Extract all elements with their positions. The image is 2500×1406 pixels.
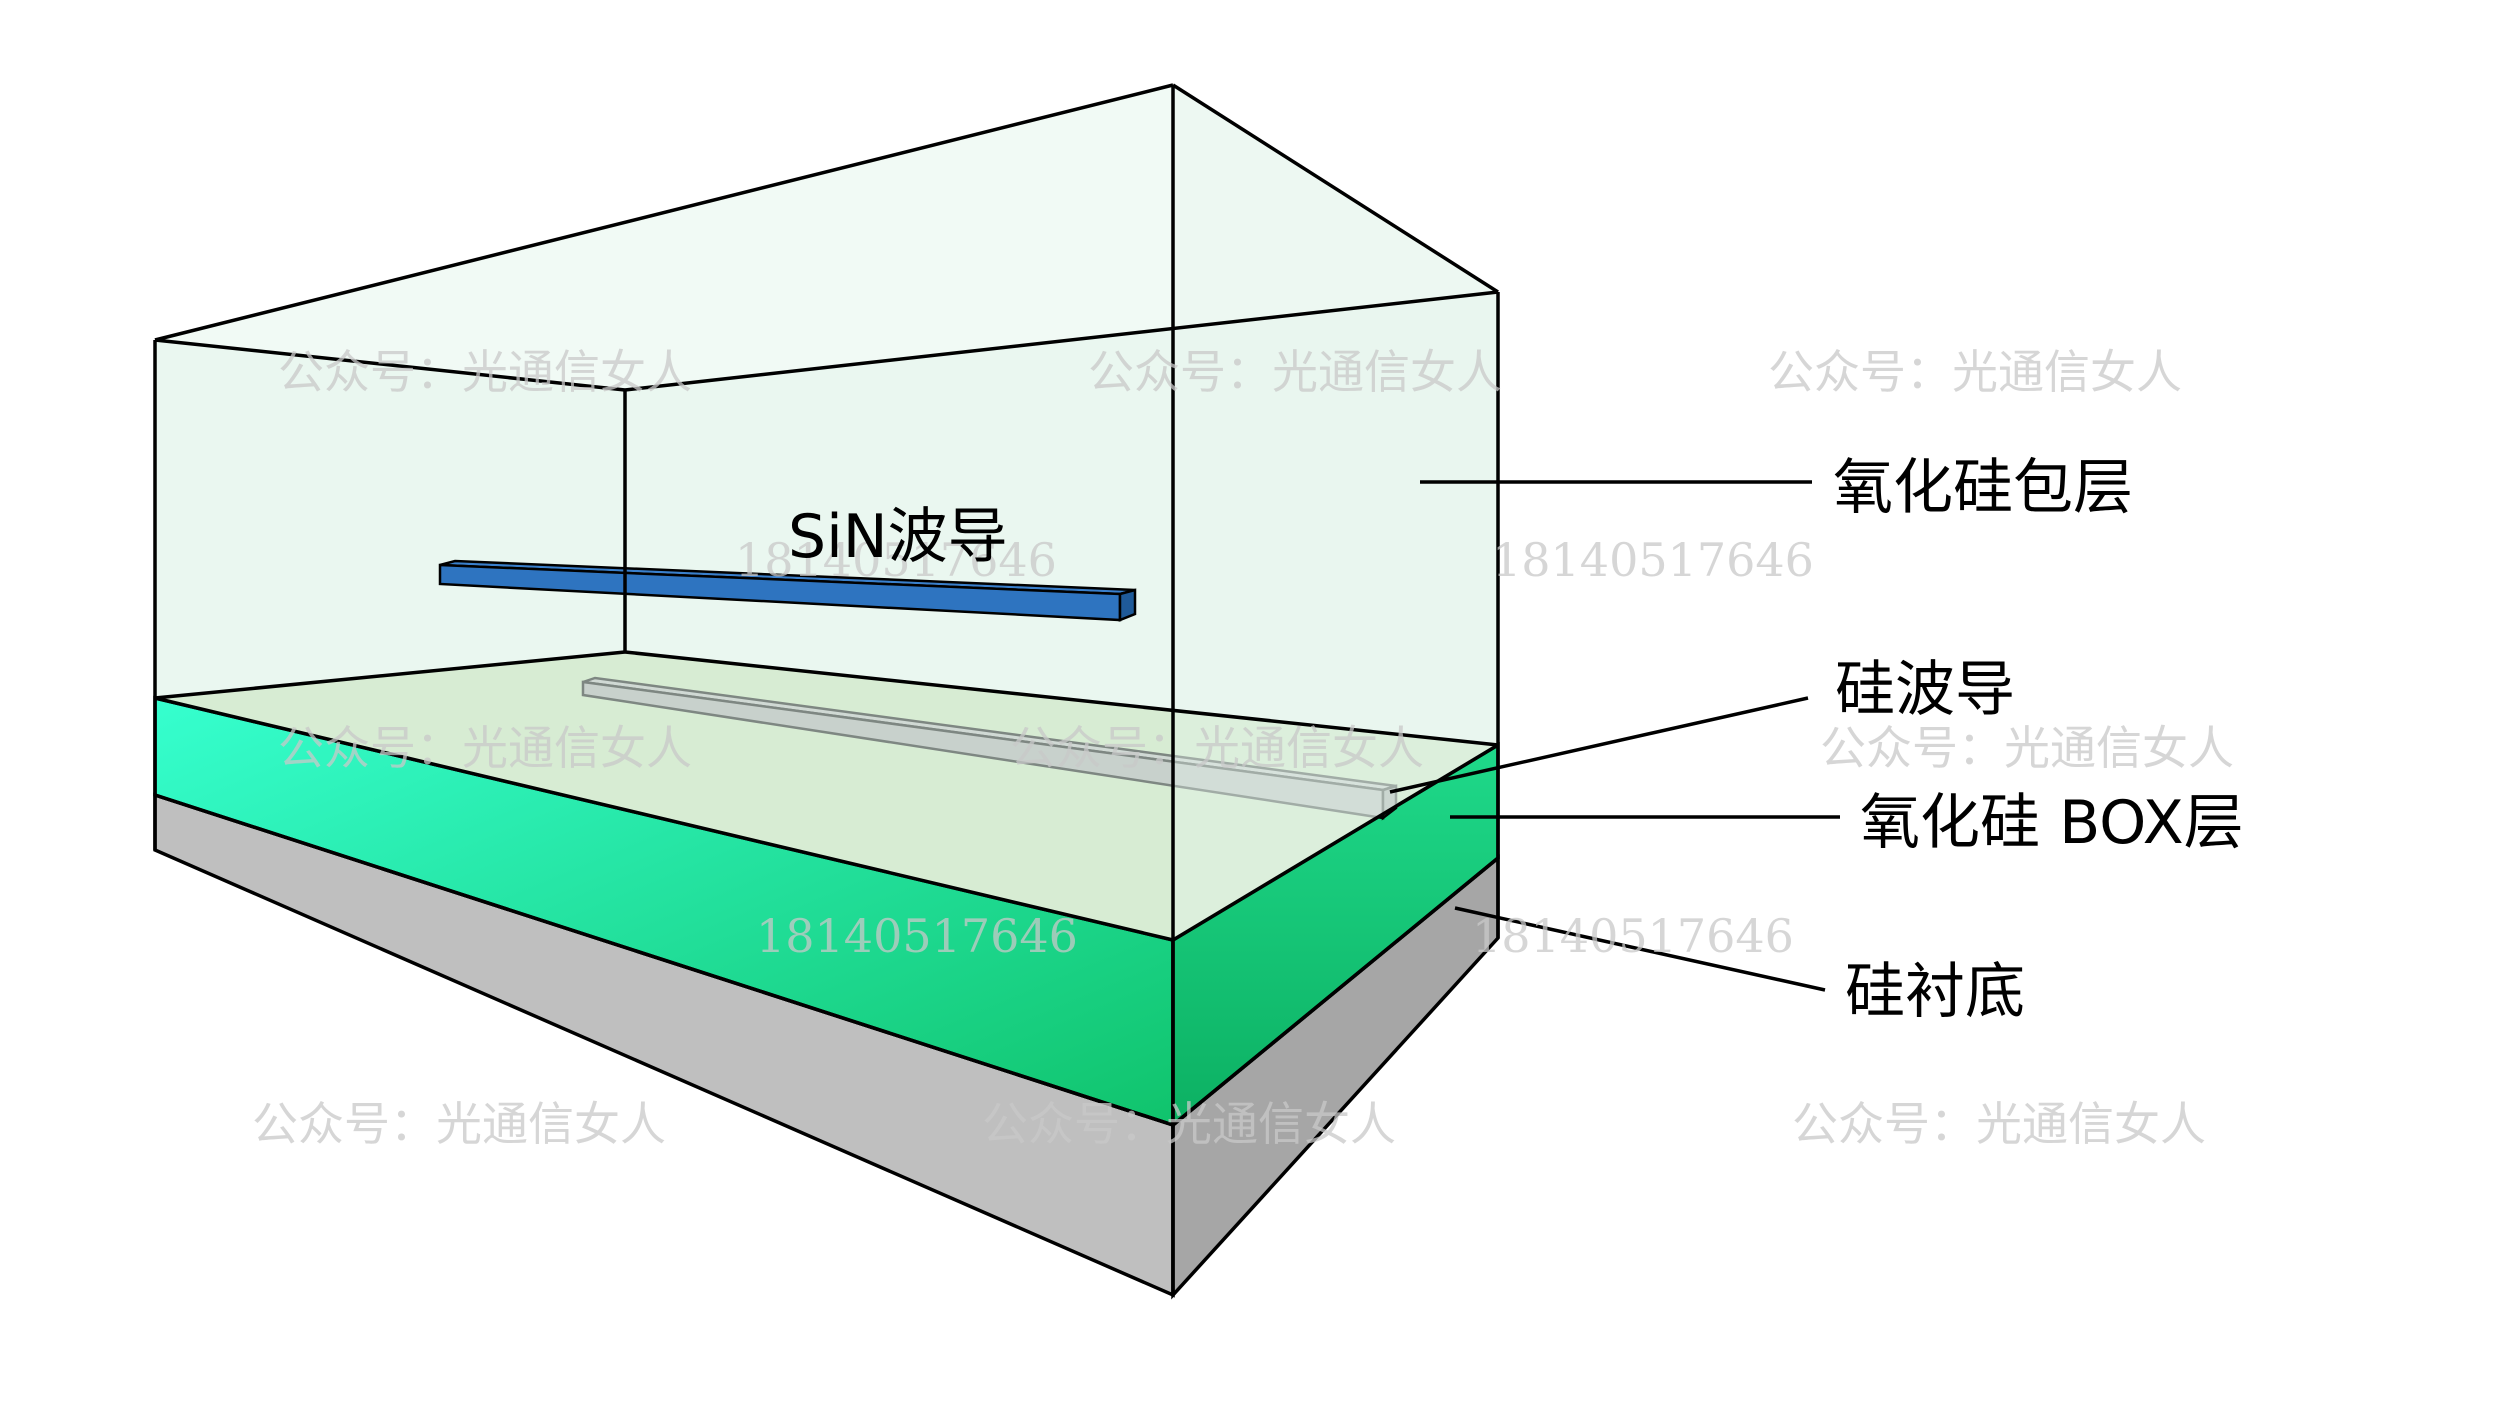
- watermark-account-6: 公众号：光通信女人: [1820, 721, 2234, 775]
- labels: SiN波导 氧化硅包层 硅波导 氧化硅 BOX层 硅衬底: [788, 453, 2244, 1027]
- leader-substrate: [1454, 906, 1826, 992]
- cladding-back-right-region: [625, 292, 1498, 745]
- label-sin-waveguide: SiN波导: [788, 502, 1008, 572]
- watermark-account-7: 公众号：光通信女人: [252, 1097, 666, 1151]
- watermark-account-2: 公众号：光通信女人: [1088, 345, 1502, 399]
- watermark-phone-3: 18140517646: [756, 909, 1078, 963]
- leader-si-waveguide: [1389, 696, 1809, 794]
- watermark-account-9: 公众号：光通信女人: [1792, 1097, 2206, 1151]
- watermark-account-1: 公众号：光通信女人: [278, 345, 692, 399]
- watermark-account-5: 公众号：光通信女人: [1010, 721, 1424, 775]
- box-edges: [153, 83, 1500, 1295]
- sin-waveguide-end: [1118, 588, 1137, 622]
- watermarks: 公众号：光通信女人 公众号：光通信女人 公众号：光通信女人 公众号：光通信女人 …: [252, 345, 2234, 1151]
- watermark-phone-2: 18140517646: [1492, 533, 1814, 587]
- cladding-back-region: [155, 340, 625, 698]
- watermark-account-4: 公众号：光通信女人: [278, 721, 692, 775]
- watermark-phone-1: 18140517646: [735, 533, 1057, 587]
- watermark-account-8: 公众号：光通信女人: [982, 1097, 1396, 1151]
- watermark-account-3: 公众号：光通信女人: [1768, 345, 2182, 399]
- leader-lines: [1389, 480, 1840, 992]
- label-cladding: 氧化硅包层: [1833, 453, 2133, 523]
- label-substrate: 硅衬底: [1845, 957, 2025, 1027]
- label-si-waveguide: 硅波导: [1835, 655, 2015, 725]
- watermark-phone-4: 18140517646: [1472, 909, 1794, 963]
- label-box-layer: 氧化硅 BOX层: [1860, 788, 2244, 858]
